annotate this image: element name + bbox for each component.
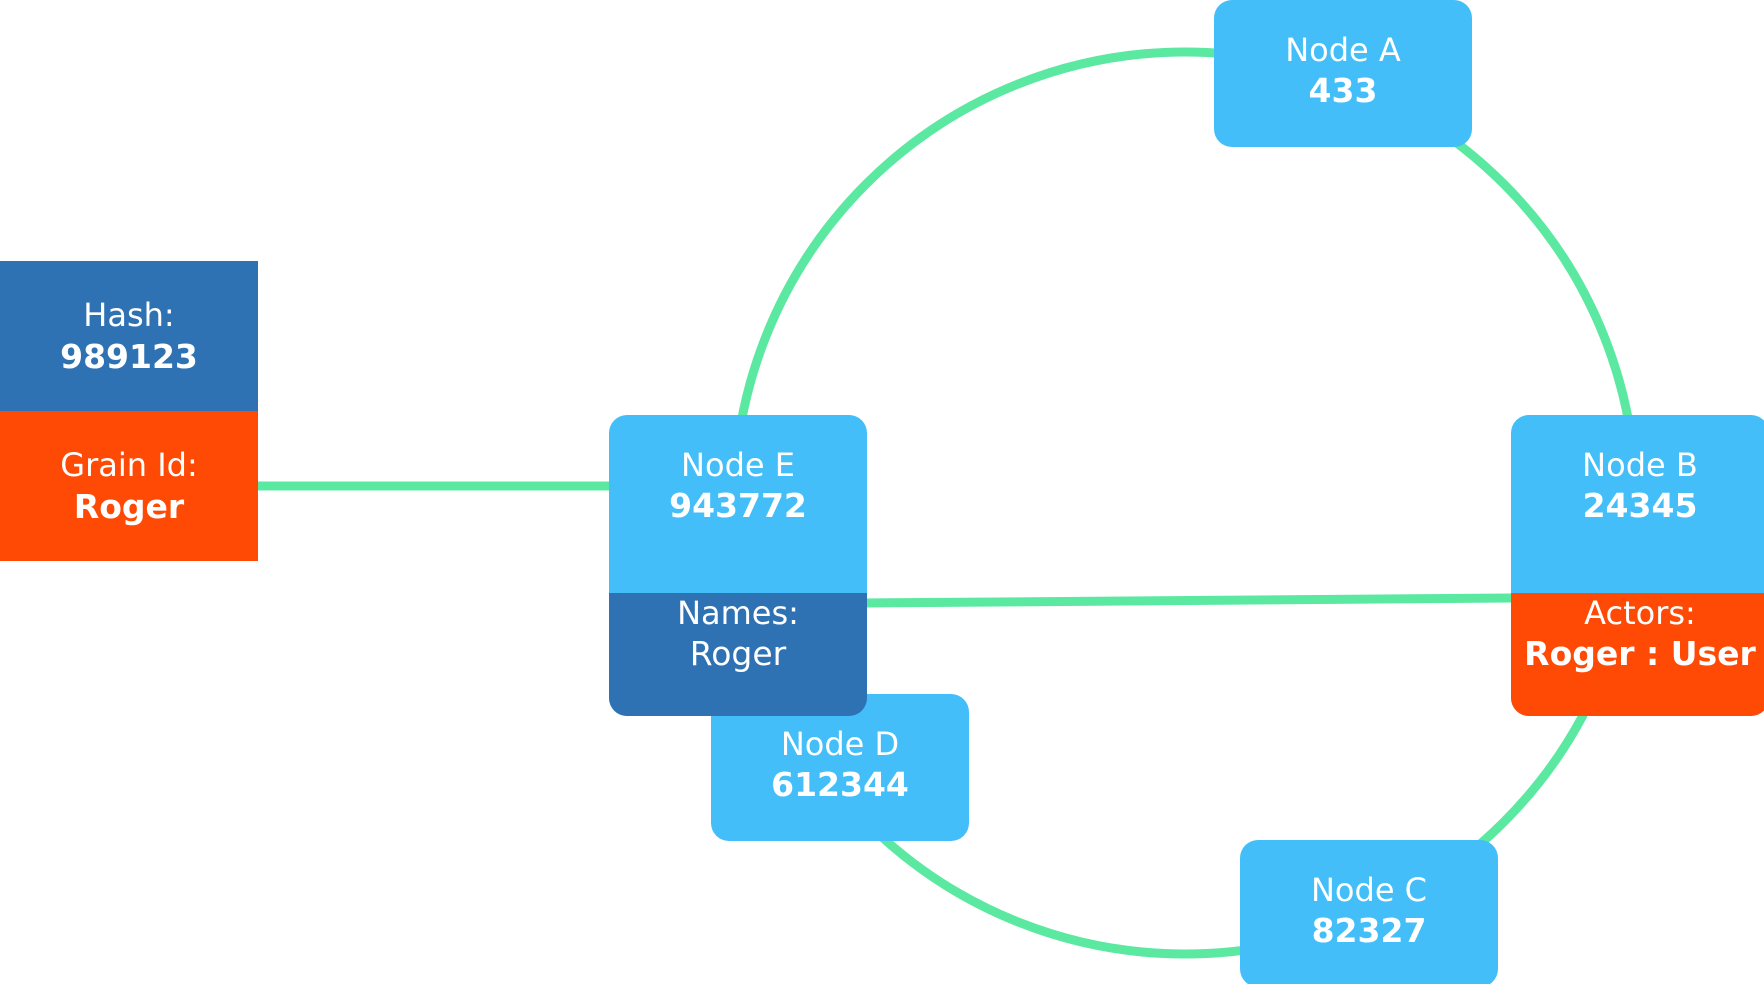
names-label: Names: <box>677 594 799 632</box>
node-e-header: Node E 943772 <box>609 445 867 573</box>
hash-label: Hash: <box>83 296 175 334</box>
node-b: Node B 24345 Actors: Roger : User <box>1511 415 1764 716</box>
node-a-label: Node A <box>1285 31 1401 69</box>
node-b-label: Node B <box>1582 446 1698 484</box>
node-c-label: Node C <box>1310 871 1428 909</box>
node-e: Node E 943772 Names: Roger <box>609 415 867 716</box>
hash-block: Hash: 989123 <box>0 261 258 411</box>
names-value: Roger <box>689 634 787 673</box>
grain-id-value: Roger <box>73 487 185 526</box>
node-b-actors: Actors: Roger : User <box>1511 593 1764 716</box>
node-e-names: Names: Roger <box>609 593 867 716</box>
node-d: Node D 612344 <box>711 694 969 841</box>
grain-id-block: Grain Id: Roger <box>0 411 258 561</box>
actors-label: Actors: <box>1584 594 1696 632</box>
node-b-value: 24345 <box>1582 486 1698 525</box>
node-c: Node C 82327 <box>1240 840 1498 984</box>
node-e-value: 943772 <box>669 486 807 525</box>
node-d-value: 612344 <box>771 765 909 804</box>
node-c-value: 82327 <box>1311 911 1427 950</box>
grain-id-label: Grain Id: <box>60 446 198 484</box>
node-e-label: Node E <box>681 446 795 484</box>
hash-value: 989123 <box>60 337 198 376</box>
grain-card: Hash: 989123 Grain Id: Roger <box>0 261 258 561</box>
actors-value: Roger : User <box>1524 634 1756 673</box>
node-e-to-node-b-link <box>863 593 1512 608</box>
node-b-header: Node B 24345 <box>1511 445 1764 573</box>
node-a: Node A 433 <box>1214 0 1472 147</box>
node-d-label: Node D <box>780 725 900 763</box>
node-a-value: 433 <box>1308 71 1378 110</box>
